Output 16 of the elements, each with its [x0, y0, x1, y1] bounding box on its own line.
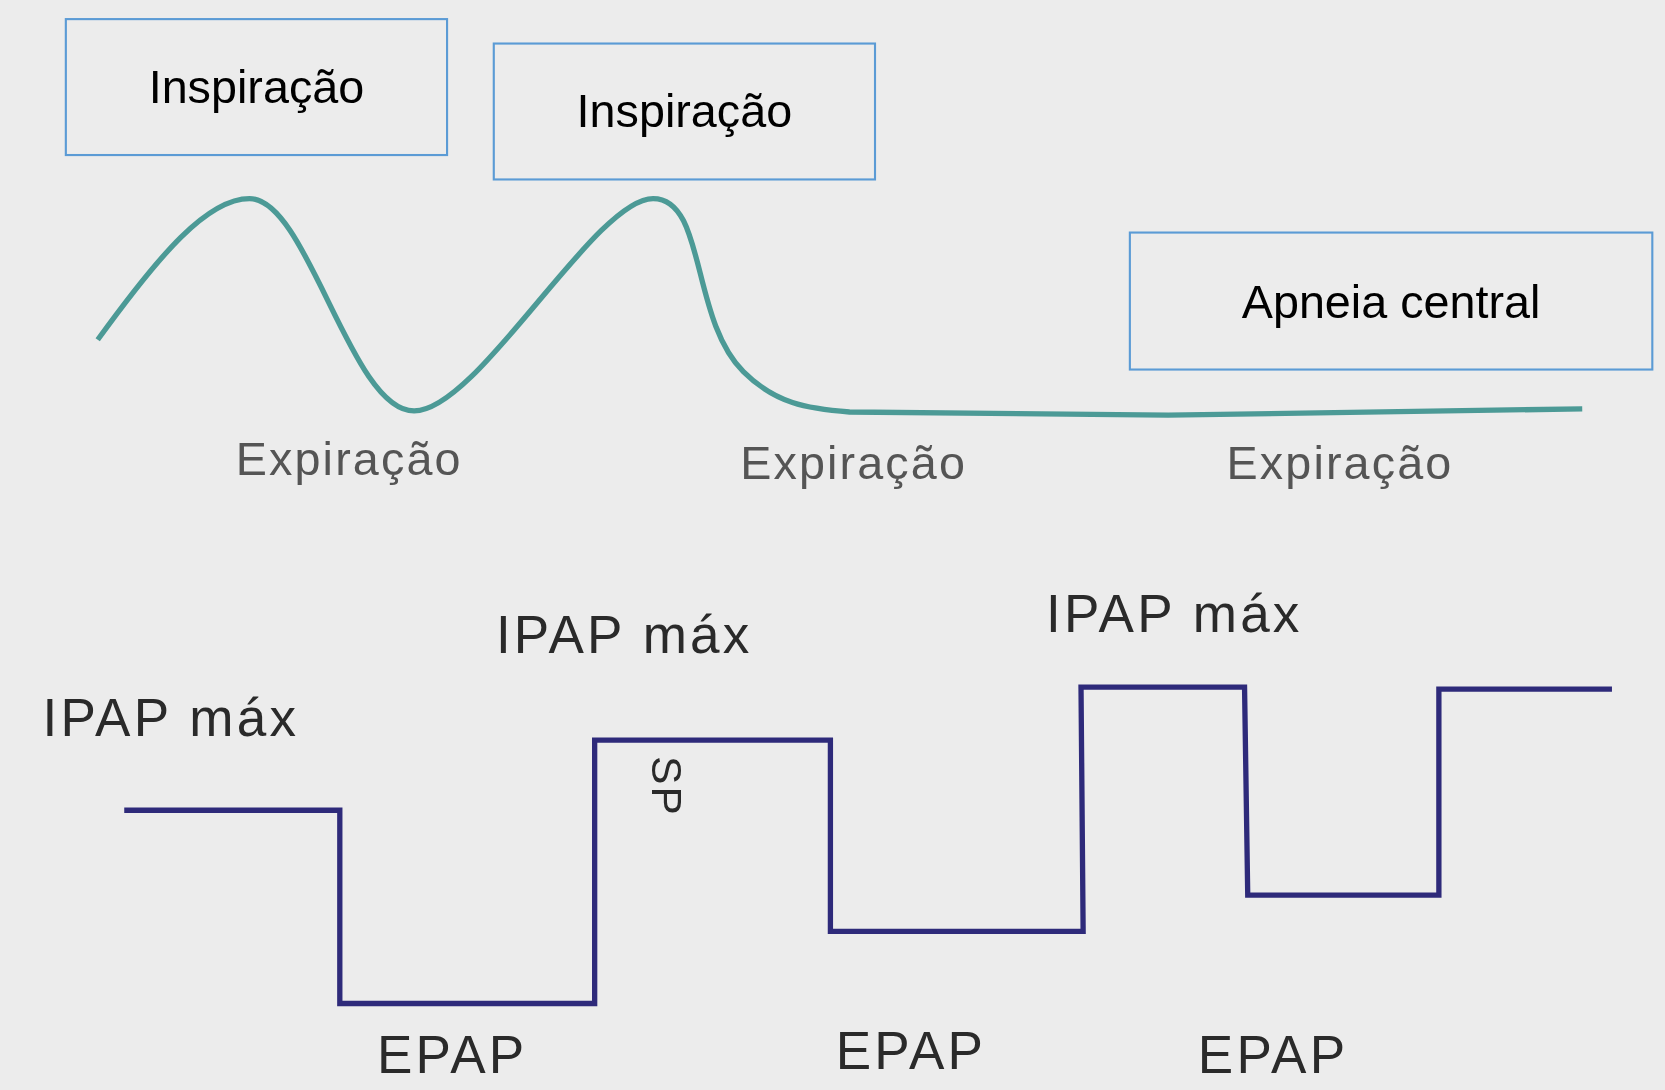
label-box: [1128, 231, 1654, 371]
label-box: [492, 42, 877, 181]
pressure-label: EPAP: [376, 1027, 528, 1081]
pressure-label: EPAP: [1197, 1027, 1349, 1081]
phase-label: Expiração: [740, 439, 968, 487]
pressure-label: IPAP máx: [42, 691, 300, 745]
pressure-label: IPAP máx: [1045, 587, 1303, 641]
pressure-label: EPAP: [835, 1024, 987, 1078]
box-label: Inspiração: [148, 59, 365, 115]
box-label: Apneia central: [1241, 273, 1541, 330]
phase-label: Expiração: [235, 435, 463, 483]
box-label: Inspiração: [576, 83, 793, 139]
phase-label: Expiração: [1226, 439, 1454, 487]
phase-label: SP: [645, 756, 689, 817]
pressure-label: IPAP máx: [495, 608, 753, 662]
label-box: [64, 18, 449, 157]
